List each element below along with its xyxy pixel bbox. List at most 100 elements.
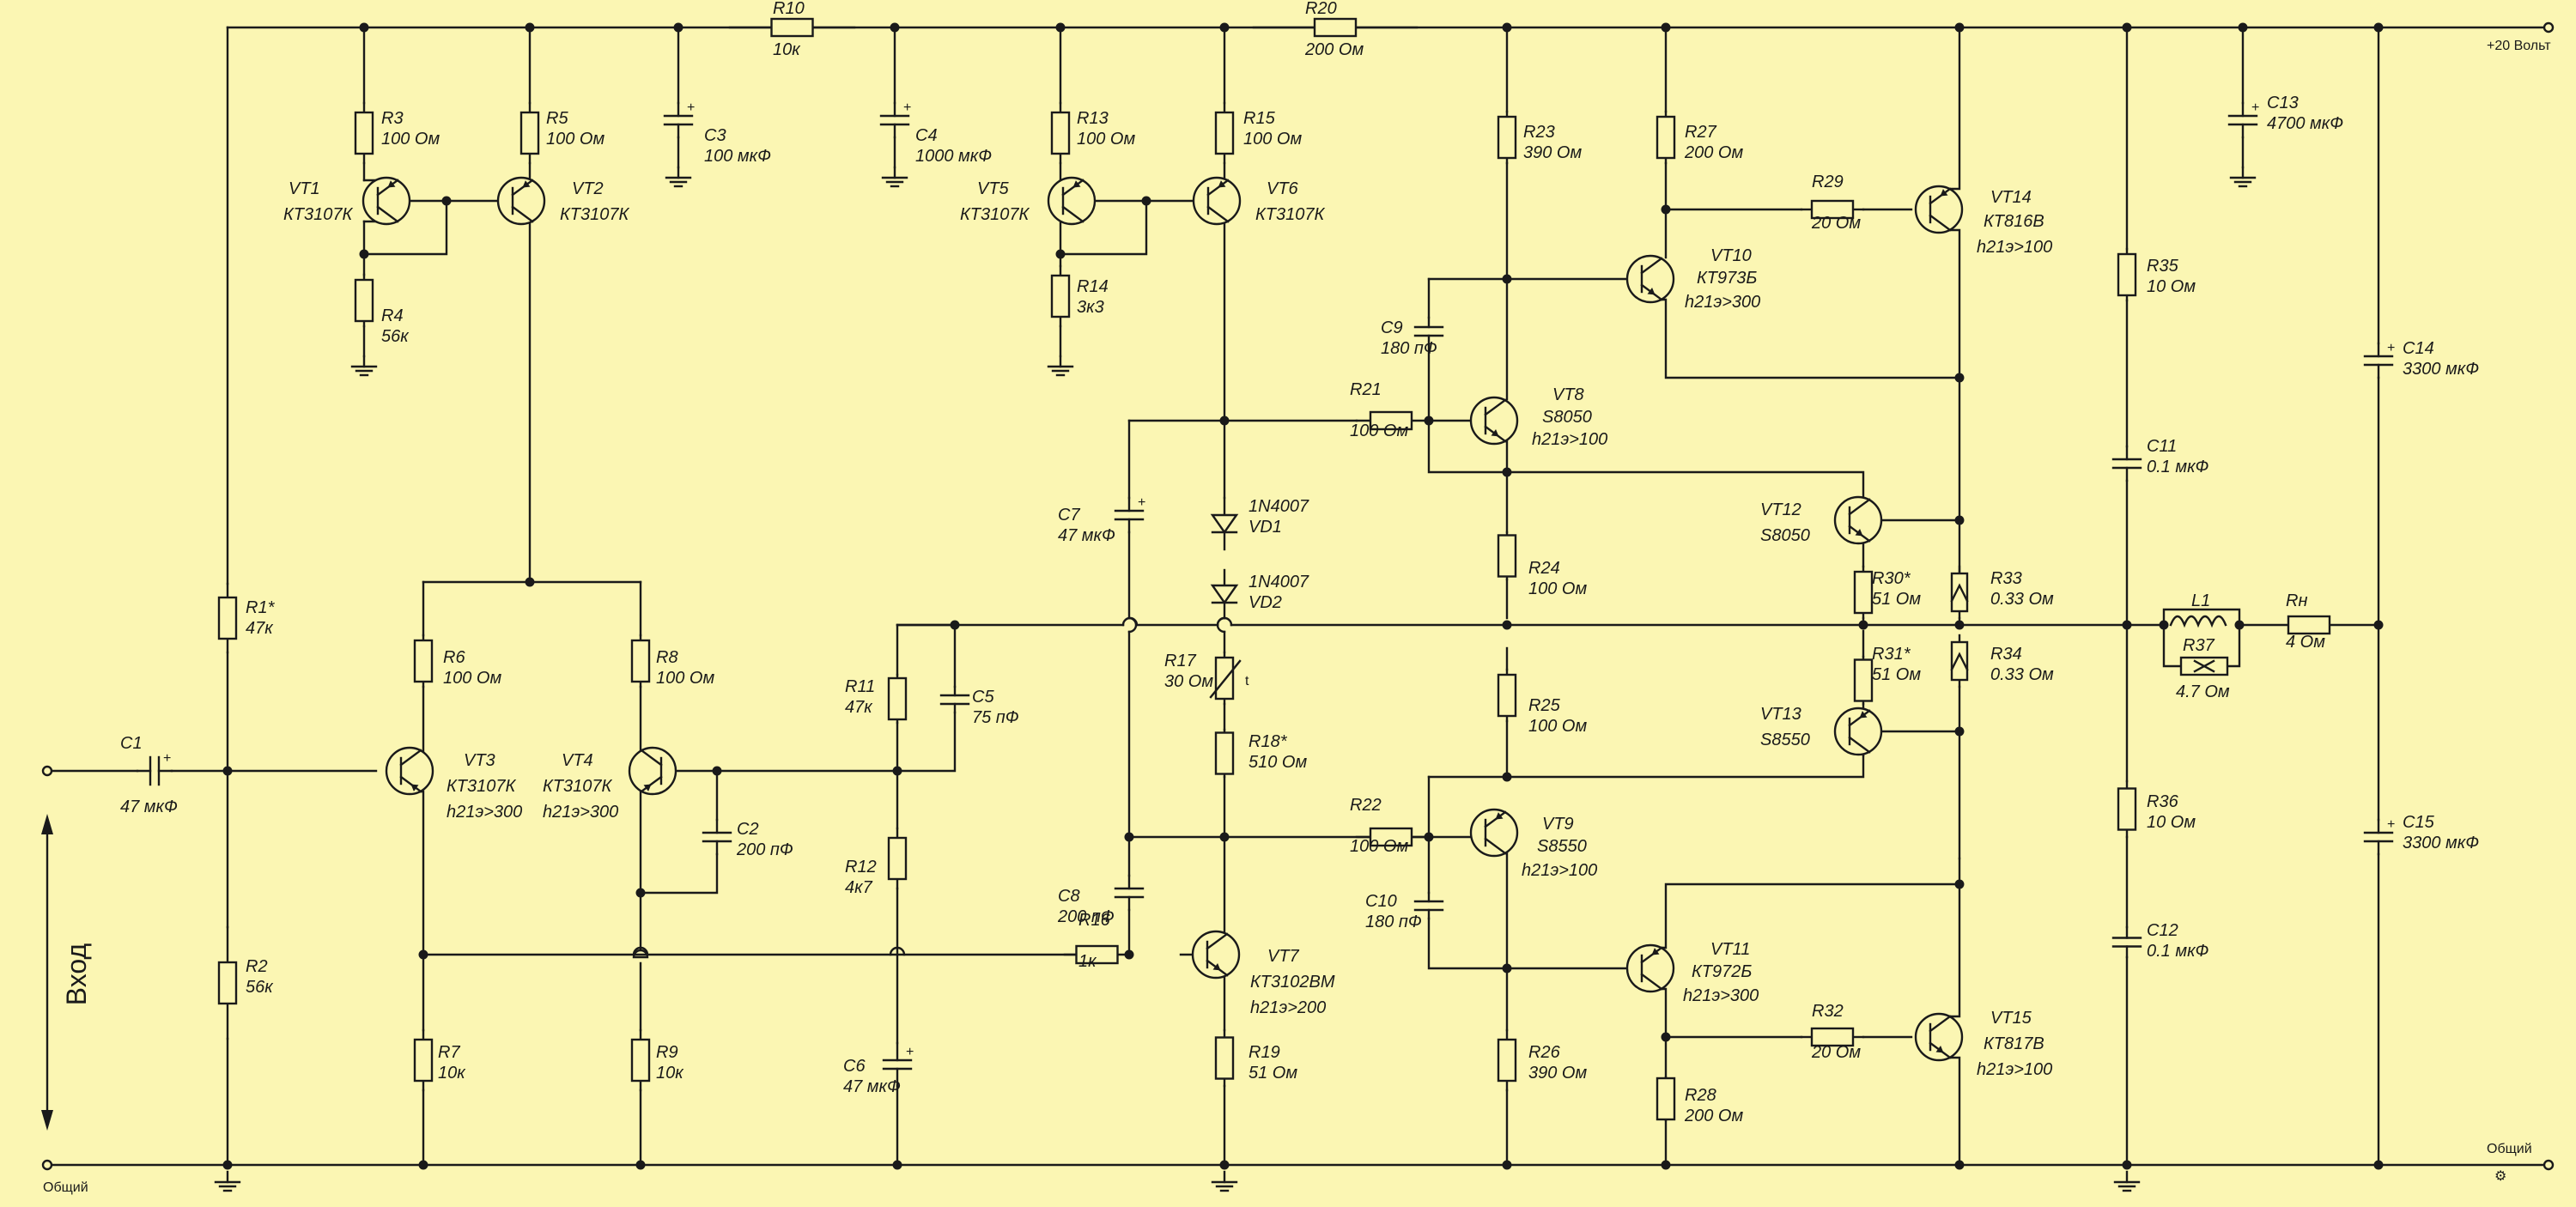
junction-dot bbox=[1502, 22, 1512, 33]
r33-resistor bbox=[1950, 572, 1969, 613]
vt6-transistor bbox=[1192, 176, 1242, 226]
svg-text:+: + bbox=[906, 1045, 914, 1059]
junctions bbox=[222, 22, 2384, 1170]
vt11-label: VT11 bbox=[1710, 940, 1750, 959]
r26-label-0: R26 bbox=[1528, 1043, 1561, 1062]
supply-terminal bbox=[2543, 21, 2555, 33]
c15-label-0: C15 bbox=[2403, 813, 2435, 832]
vt15-label: VT15 bbox=[1990, 1009, 2032, 1028]
vt5-transistor bbox=[1047, 176, 1097, 226]
l1-inductor bbox=[2169, 615, 2227, 628]
junction-dot bbox=[1954, 373, 1965, 383]
junction-dot bbox=[1055, 22, 1066, 33]
svg-text:+: + bbox=[2387, 341, 2395, 355]
svg-text:+: + bbox=[163, 751, 171, 766]
vt15-transistor bbox=[1914, 1012, 1964, 1062]
junction-dot bbox=[1502, 274, 1512, 284]
svg-text:+: + bbox=[2251, 100, 2259, 115]
svg-text:+: + bbox=[903, 100, 911, 115]
vt9-type: S8550 bbox=[1537, 837, 1587, 856]
r6-resistor bbox=[413, 639, 434, 683]
c13-label-0: C13 bbox=[2267, 94, 2299, 112]
junction-dot bbox=[2373, 620, 2384, 630]
vt3-hfe: h21э>300 bbox=[447, 803, 522, 822]
junction-dot bbox=[1502, 467, 1512, 477]
vt9-hfe: h21э>100 bbox=[1522, 861, 1597, 880]
junction-dot bbox=[1424, 832, 1434, 842]
r32-label: R32 bbox=[1812, 1002, 1844, 1021]
r15-label-0: R15 bbox=[1243, 109, 1276, 128]
r24-resistor bbox=[1497, 534, 1517, 578]
vt3-type: КТ3107К bbox=[447, 777, 516, 796]
r36-label-1: 10 Ом bbox=[2147, 813, 2196, 832]
r16-resistor bbox=[1075, 944, 1119, 965]
vt12-transistor bbox=[1833, 495, 1883, 545]
r33-label-0: R33 bbox=[1990, 569, 2022, 588]
vt7-label: VT7 bbox=[1267, 947, 1300, 966]
junction-dot bbox=[1661, 1160, 1671, 1170]
c4-label-0: C4 bbox=[915, 126, 938, 145]
c6-label-0: C6 bbox=[843, 1057, 866, 1076]
vd2-diode bbox=[1210, 584, 1239, 605]
r33-label-1: 0.33 Ом bbox=[1990, 590, 2054, 609]
vt7-transistor bbox=[1191, 930, 1241, 980]
vt13-label: VT13 bbox=[1760, 705, 1801, 724]
r2-label-1: 56к bbox=[246, 978, 274, 997]
junction-dot bbox=[673, 22, 683, 33]
r1-label-0: R1* bbox=[246, 598, 276, 617]
junction-dot bbox=[1219, 1160, 1230, 1170]
l1-label: L1 bbox=[2191, 591, 2210, 610]
r3-label-1: 100 Ом bbox=[381, 130, 440, 149]
r16-label: R16 bbox=[1078, 911, 1111, 930]
junction-dot bbox=[1954, 726, 1965, 737]
r13-label-1: 100 Ом bbox=[1077, 130, 1135, 149]
r4-label-1: 56к bbox=[381, 327, 410, 346]
r3-resistor bbox=[354, 111, 374, 155]
r7-label-1: 10к bbox=[438, 1064, 466, 1083]
r8-label-0: R8 bbox=[656, 648, 678, 667]
junction-dot bbox=[1219, 832, 1230, 842]
ground-terminal-right bbox=[2543, 1159, 2555, 1171]
vt10-transistor bbox=[1625, 254, 1675, 304]
vd1-label-0: 1N4007 bbox=[1249, 497, 1309, 516]
vt14-label: VT14 bbox=[1990, 188, 2032, 207]
vt8-transistor bbox=[1469, 396, 1519, 446]
r6-label-1: 100 Ом bbox=[443, 669, 501, 688]
vt7-hfe: h21э>200 bbox=[1250, 998, 1326, 1017]
ground-terminal-left bbox=[41, 1159, 53, 1171]
r28-resistor bbox=[1656, 1077, 1676, 1121]
junction-dot bbox=[2159, 620, 2169, 630]
r31-label-1: 51 Ом bbox=[1872, 665, 1921, 684]
r26-resistor bbox=[1497, 1038, 1517, 1083]
watermark-logo: ⚙ bbox=[2494, 1169, 2506, 1184]
r11-resistor bbox=[887, 676, 908, 721]
r30-label-0: R30* bbox=[1872, 569, 1911, 588]
vt5-label: VT5 bbox=[977, 179, 1010, 198]
rn-label: Rн bbox=[2286, 591, 2307, 610]
r22-resistor bbox=[1369, 827, 1413, 847]
r28-label-1: 200 Ом bbox=[1684, 1107, 1743, 1125]
svg-text:+: + bbox=[2387, 817, 2395, 832]
r9-label-0: R9 bbox=[656, 1043, 678, 1062]
vt1-transistor bbox=[361, 176, 411, 226]
c4-label-1: 1000 мкФ bbox=[915, 147, 992, 166]
vt7-type: КТ3102ВМ bbox=[1250, 973, 1335, 992]
r10-label: R10 bbox=[773, 0, 805, 18]
r34-label-1: 0.33 Ом bbox=[1990, 665, 2054, 684]
c3-label-1: 100 мкФ bbox=[704, 147, 771, 166]
vt14-transistor bbox=[1914, 185, 1964, 234]
junction-dot bbox=[359, 22, 369, 33]
input-label: Вход bbox=[61, 943, 92, 1005]
c8-label-1: 200 пФ bbox=[1057, 907, 1115, 926]
r1-resistor bbox=[217, 596, 238, 640]
vt14-hfe: h21э>100 bbox=[1977, 238, 2052, 257]
input-terminal bbox=[41, 765, 53, 777]
junction-dot bbox=[2373, 1160, 2384, 1170]
r5-resistor bbox=[519, 111, 540, 155]
r27-label-0: R27 bbox=[1685, 123, 1717, 142]
junction-dot bbox=[635, 1160, 646, 1170]
c10-label-0: C10 bbox=[1365, 892, 1397, 911]
r37-label: R37 bbox=[2183, 636, 2215, 655]
vt4-label: VT4 bbox=[562, 751, 593, 770]
